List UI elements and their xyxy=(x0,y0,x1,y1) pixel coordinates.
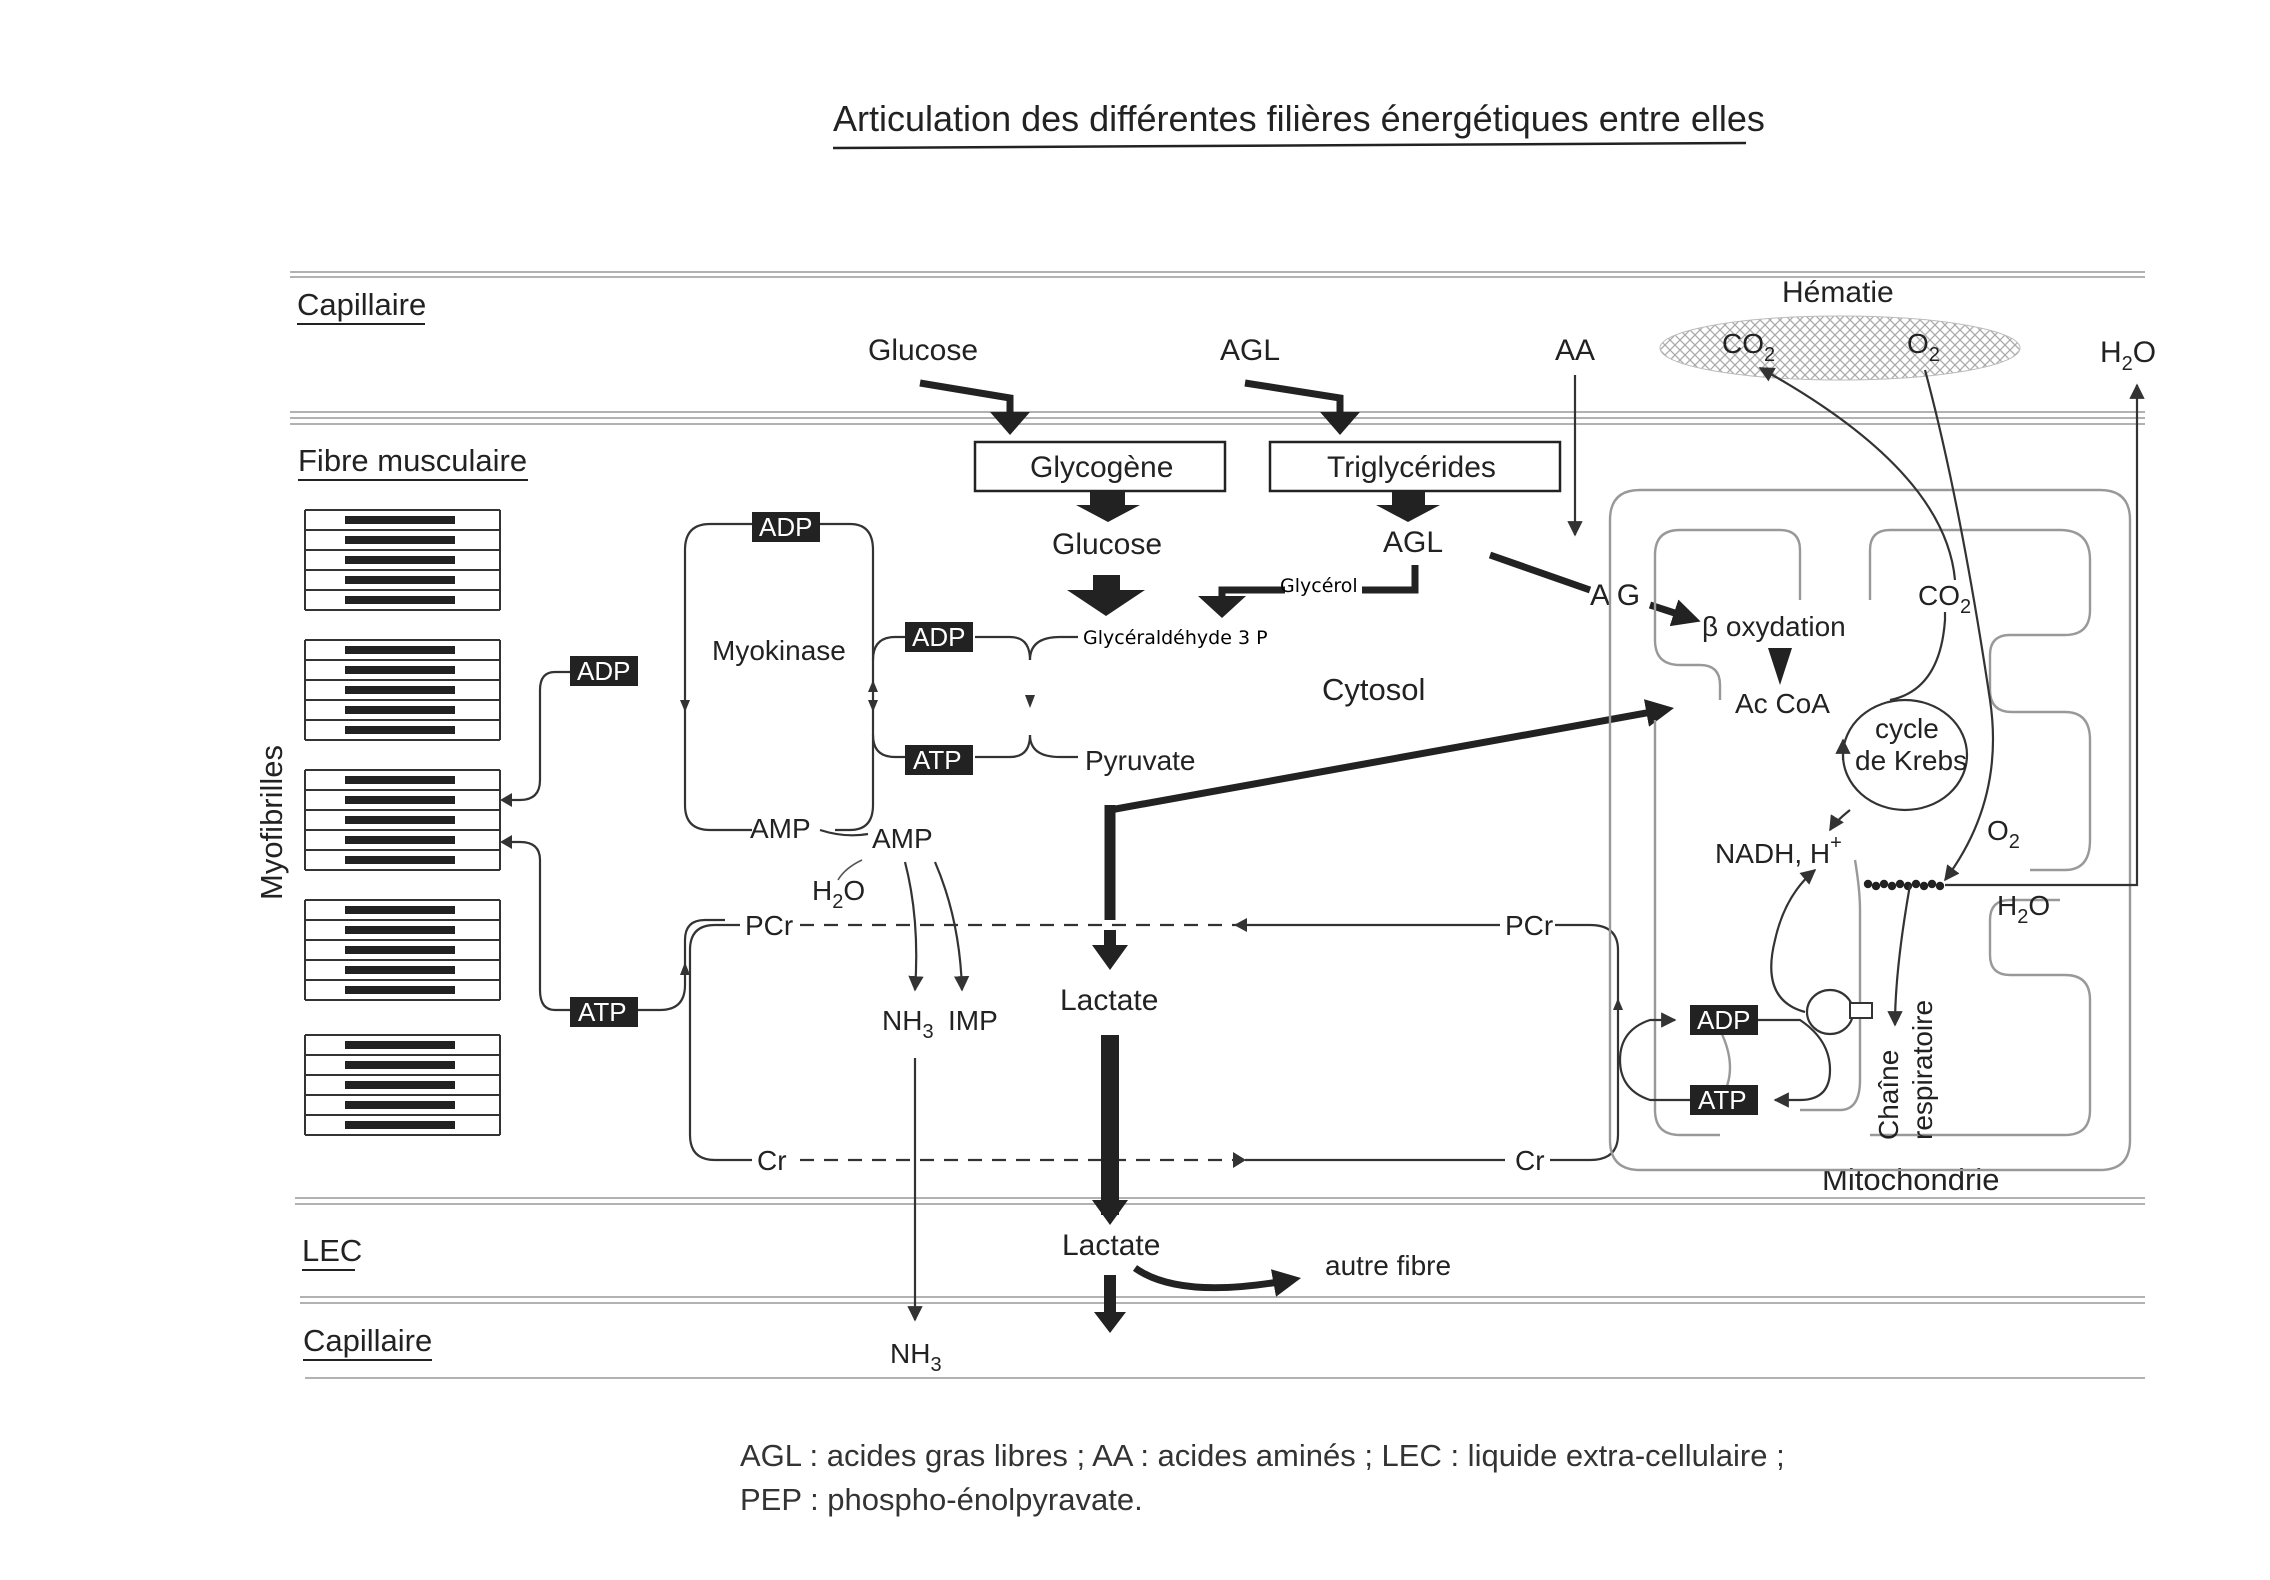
label-capillaire-bottom: Capillaire xyxy=(303,1323,432,1358)
cyto-glucose: Glucose xyxy=(1052,528,1162,561)
cr-right: Cr xyxy=(1515,1145,1545,1176)
label-cytosol: Cytosol xyxy=(1322,672,1425,707)
myofibril-block xyxy=(304,639,501,741)
triglycerides-box xyxy=(1268,440,1562,493)
h2o-amp: H2O xyxy=(812,875,865,913)
nh3-capillary: NH3 xyxy=(890,1338,942,1376)
lec-lactate: Lactate xyxy=(1062,1229,1160,1262)
myofibril-block xyxy=(304,1034,501,1136)
label-fibre-musculaire: Fibre musculaire xyxy=(298,443,527,478)
myofibril-block xyxy=(304,509,501,611)
autre-fibre: autre fibre xyxy=(1325,1250,1451,1281)
chain-dot xyxy=(1879,879,1889,889)
amp-left: AMP xyxy=(750,813,811,844)
mito-o2: O2 xyxy=(1987,815,2020,853)
chain-dot xyxy=(1927,879,1937,889)
atp-synthase xyxy=(1805,988,1855,1036)
label-myofibrilles: Myofibrilles xyxy=(254,745,289,900)
mito-accoa: Ac CoA xyxy=(1735,688,1830,719)
cap-h2o: H2O xyxy=(2100,336,2156,375)
nh3-cytosol: NH3 xyxy=(882,1005,934,1043)
legend-line-2: PEP : phospho-énolpyravate. xyxy=(740,1482,1143,1517)
mitochondrion xyxy=(1608,488,2132,1172)
mito-co2: CO2 xyxy=(1918,580,1971,618)
hematie-cell xyxy=(1659,315,2021,381)
cyto-pyruvate: Pyruvate xyxy=(1085,745,1196,776)
cap-aa: AA xyxy=(1555,334,1595,367)
cyto-g3p: Glycéraldéhyde 3 P xyxy=(1083,627,1268,649)
myokinase-label: Myokinase xyxy=(712,635,846,666)
mito-ag: A G xyxy=(1590,579,1640,612)
mito-beta: β oxydation xyxy=(1702,611,1846,642)
label-mitochondrie: Mitochondrie xyxy=(1822,1162,1999,1197)
svg-text:ATP: ATP xyxy=(913,745,962,775)
chain-dot xyxy=(1871,881,1881,891)
hematie-o2: O2 xyxy=(1907,328,1940,366)
svg-text:ADP: ADP xyxy=(1697,1005,1750,1035)
adp-mito-box: ADP xyxy=(1690,1005,1758,1035)
chain-dot xyxy=(1935,881,1945,891)
cyto-lactate: Lactate xyxy=(1060,984,1158,1017)
membranes xyxy=(290,271,2145,1379)
krebs-label-1: cycle xyxy=(1875,713,1939,744)
svg-text:ADP: ADP xyxy=(759,512,812,542)
svg-text:ATP: ATP xyxy=(578,997,627,1027)
label-capillaire-top: Capillaire xyxy=(297,287,426,322)
label-hematie: Hématie xyxy=(1782,276,1894,309)
respiratory-chain-dots xyxy=(1863,879,1945,891)
cyto-glycerol: Glycérol xyxy=(1280,575,1358,597)
legend-line-1: AGL : acides gras libres ; AA : acides a… xyxy=(740,1438,1785,1473)
amp-right: AMP xyxy=(872,823,933,854)
label-lec: LEC xyxy=(302,1233,362,1268)
atp-mito-box: ATP xyxy=(1690,1085,1758,1115)
myofibril-block xyxy=(304,769,501,871)
mito-nadh: NADH, H+ xyxy=(1715,832,1842,869)
chain-dot xyxy=(1887,881,1897,891)
adp-top-box: ADP xyxy=(752,512,820,542)
pcr-right: PCr xyxy=(1505,910,1553,941)
glycogene-label: Glycogène xyxy=(1030,451,1173,484)
diagram-title: Articulation des différentes filières én… xyxy=(833,98,1765,139)
cr-left: Cr xyxy=(757,1145,787,1176)
chain-dot xyxy=(1911,879,1921,889)
svg-text:ATP: ATP xyxy=(1698,1085,1747,1115)
chain-dot xyxy=(1919,881,1929,891)
atp-myo-box: ATP xyxy=(570,997,638,1027)
title-underline xyxy=(832,141,1747,150)
chain-dot xyxy=(1863,879,1873,889)
svg-text:ADP: ADP xyxy=(912,622,965,652)
cap-glucose: Glucose xyxy=(868,334,978,367)
imp-label: IMP xyxy=(948,1005,998,1036)
chain-dot xyxy=(1895,879,1905,889)
adp-mid-box: ADP xyxy=(905,622,973,652)
chaine-label-2: respiratoire xyxy=(1907,1000,1938,1140)
cap-agl: AGL xyxy=(1220,334,1280,367)
mito-h2o: H2O xyxy=(1997,890,2050,928)
krebs-label-2: de Krebs xyxy=(1855,745,1967,776)
myofibril-block xyxy=(304,899,501,1001)
cyto-agl: AGL xyxy=(1383,526,1443,559)
svg-text:ADP: ADP xyxy=(577,656,630,686)
atp-mid-box: ATP xyxy=(905,745,973,775)
myofibrils xyxy=(304,509,501,1136)
hematie-co2: CO2 xyxy=(1722,328,1775,366)
pcr-left: PCr xyxy=(745,910,793,941)
chaine-label-1: Chaîne xyxy=(1873,1050,1904,1140)
glycogene-box xyxy=(973,440,1227,493)
triglycerides-label: Triglycérides xyxy=(1327,451,1496,484)
adp-myo-box: ADP xyxy=(570,656,638,686)
